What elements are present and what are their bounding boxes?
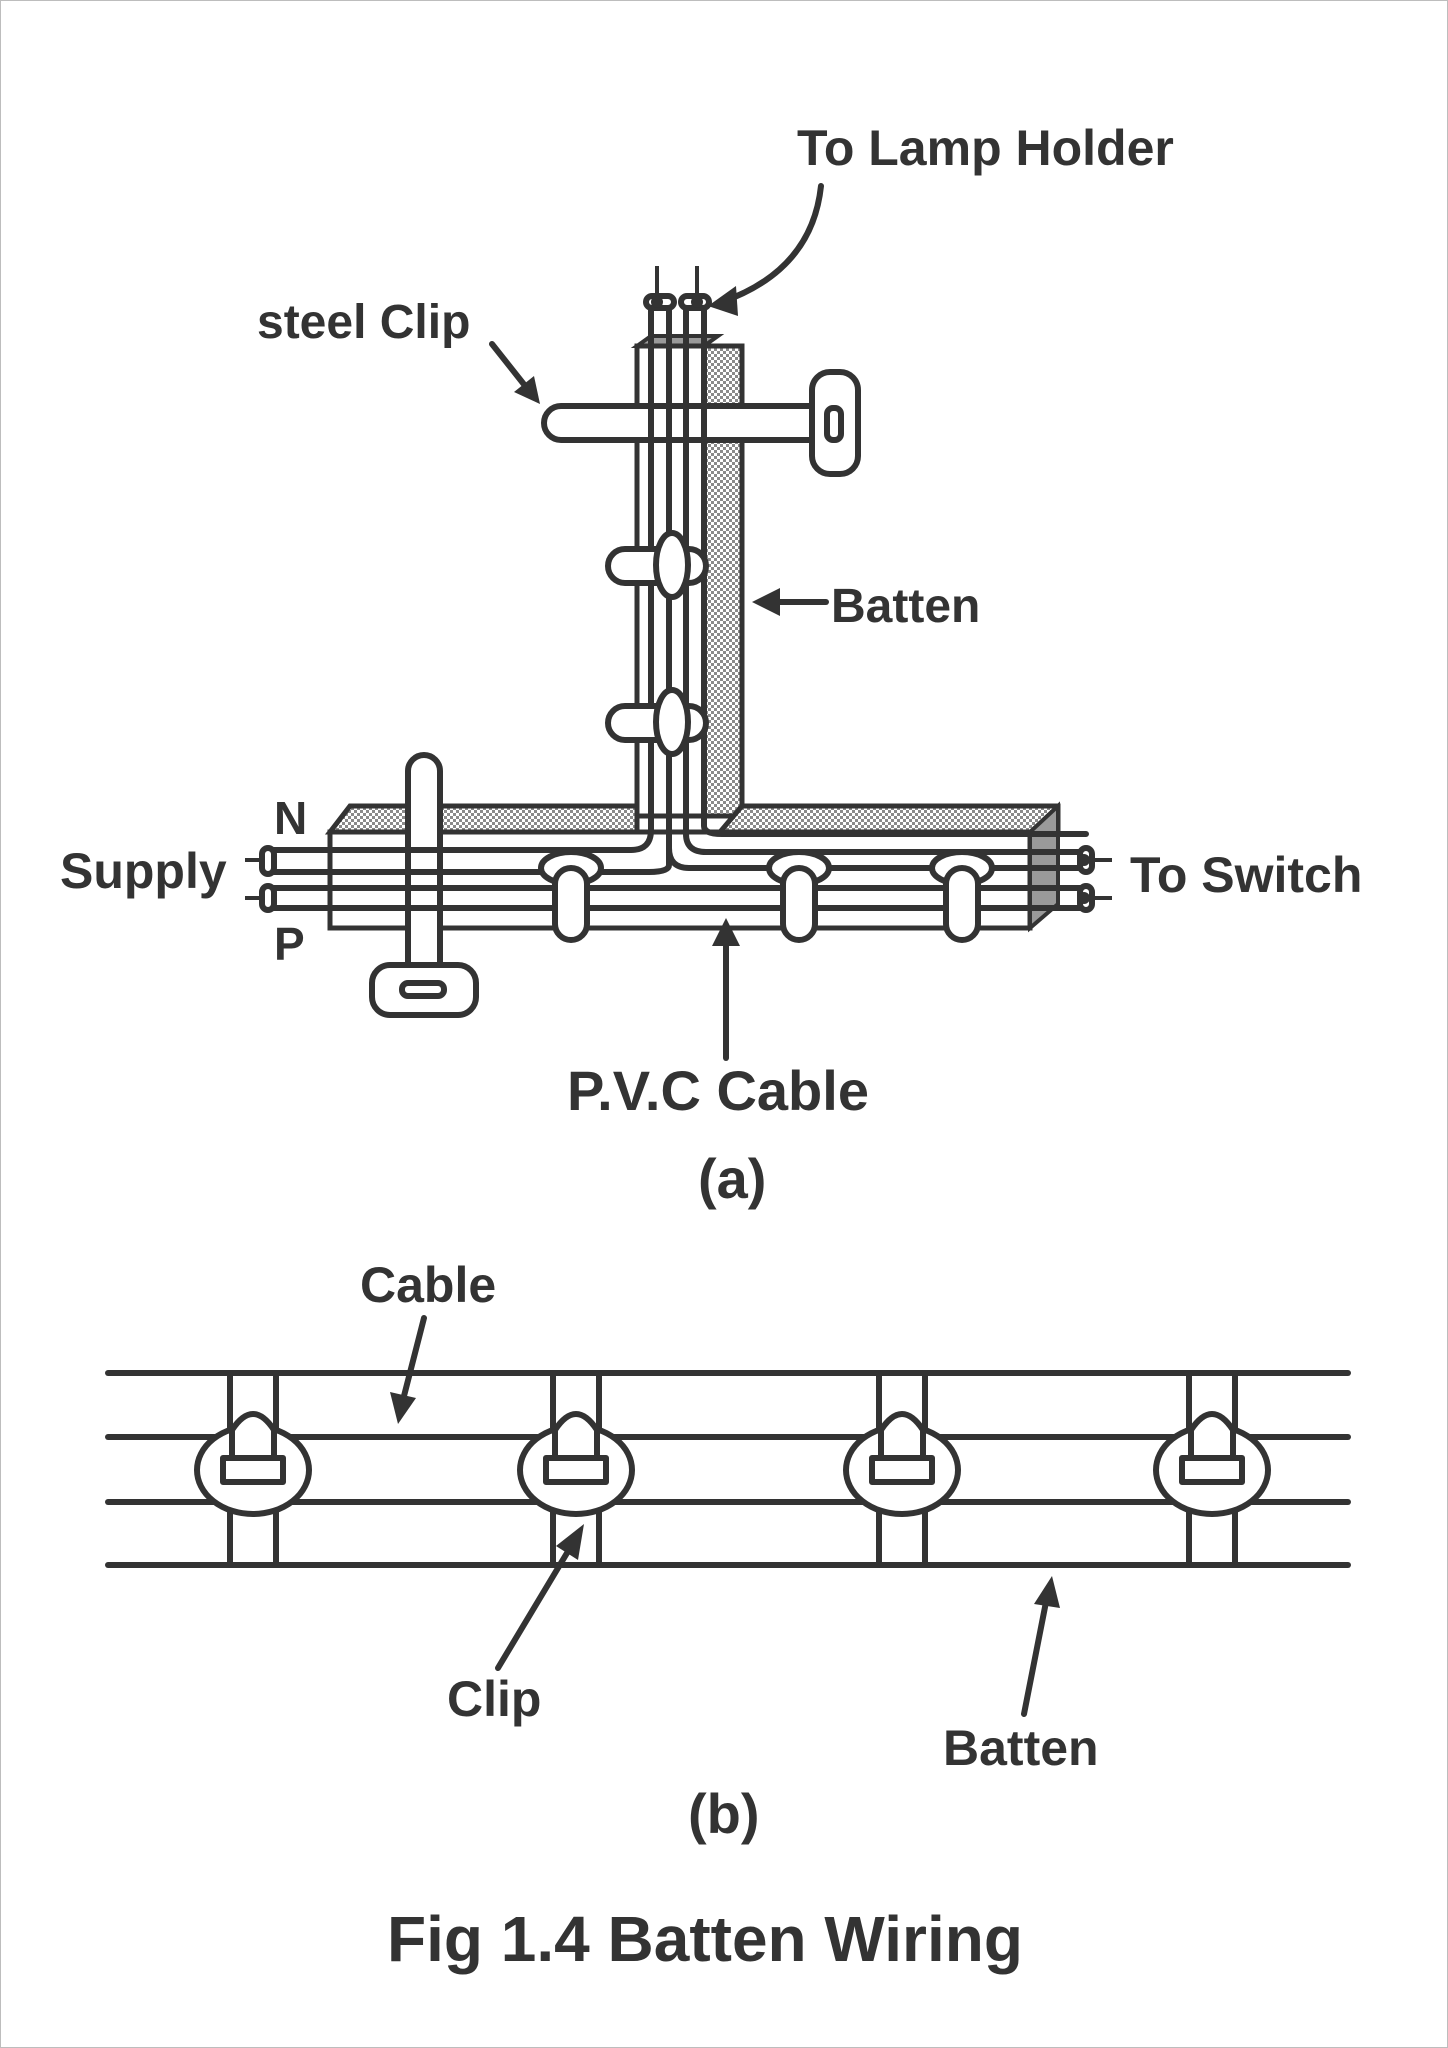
arrow-pvc-cable (712, 918, 740, 1061)
label-clip-b: Clip (447, 1671, 541, 1727)
arrow-clip-b (495, 1524, 584, 1671)
arrow-batten-a (752, 588, 829, 616)
arrow-steel-clip (489, 341, 540, 404)
panel-a: To Lamp Holder steel Clip Batten N Suppl… (60, 120, 1362, 1210)
label-to-lamp-holder: To Lamp Holder (797, 120, 1174, 176)
cable-rails (105, 1370, 1351, 1568)
label-batten-a: Batten (831, 580, 980, 633)
label-steel-clip: steel Clip (257, 296, 470, 349)
arrow-batten-b (1021, 1576, 1060, 1717)
clip-straps (227, 1370, 1238, 1568)
caption-a: (a) (698, 1147, 766, 1210)
label-batten-b: Batten (943, 1720, 1099, 1776)
vertical-clip-1 (605, 530, 709, 600)
caption-b: (b) (688, 1782, 760, 1845)
panel-b: Cable Clip Batten (b) (105, 1257, 1351, 1845)
horizontal-clip-3 (929, 849, 995, 943)
label-to-switch: To Switch (1130, 847, 1362, 903)
vertical-clip-2 (605, 687, 709, 757)
label-supply: Supply (60, 843, 227, 899)
horizontal-clip-2 (766, 849, 832, 943)
figure-title: Fig 1.4 Batten Wiring (387, 1903, 1023, 1975)
label-phase: P (274, 918, 305, 970)
pvc-cables (245, 266, 1112, 913)
label-cable-b: Cable (360, 1257, 496, 1313)
label-pvc-cable: P.V.C Cable (567, 1059, 869, 1122)
clip-b-2 (517, 1411, 635, 1517)
label-neutral: N (274, 792, 307, 844)
clip-b-3 (843, 1411, 961, 1517)
horizontal-clip-1 (538, 849, 604, 943)
steel-clip-left (369, 752, 479, 1018)
clip-b-1 (194, 1411, 312, 1517)
arrow-lamp-holder (708, 183, 824, 316)
clip-b-4 (1153, 1411, 1271, 1517)
arrow-cable-b (390, 1315, 427, 1424)
